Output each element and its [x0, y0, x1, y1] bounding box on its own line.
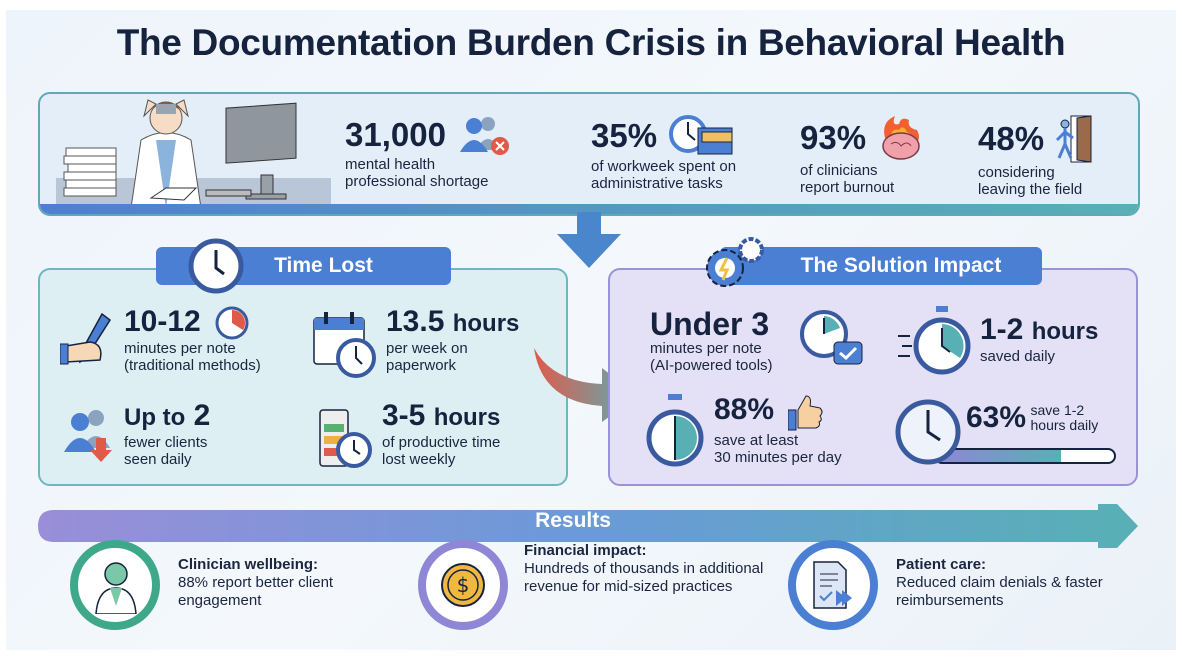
stat-label-2: report burnout — [800, 179, 895, 196]
burning-brain-icon — [881, 116, 920, 160]
doctor-icon — [95, 562, 137, 614]
clock-icon — [188, 238, 244, 294]
stat-label-2: (AI-powered tools) — [650, 357, 773, 374]
result-title: Financial impact: — [524, 542, 647, 559]
stat-label-1: save at least — [714, 432, 799, 449]
battery-stopwatch-icon — [319, 409, 372, 468]
thumbs-up-icon — [787, 395, 823, 431]
timer-red-icon — [215, 306, 249, 340]
stat-label-2: leaving the field — [978, 181, 1083, 198]
stat-value: Under 3 — [650, 306, 770, 342]
users-down-icon — [64, 410, 112, 462]
stat-label-1: per week on — [386, 340, 468, 357]
page-title: The Documentation Burden Crisis in Behav… — [116, 22, 1066, 63]
down-arrow-icon — [557, 212, 621, 268]
stat-label-2: 30 minutes per day — [714, 449, 842, 466]
stat-label-2: hours daily — [1030, 417, 1099, 433]
stat-value: 88% — [714, 393, 775, 426]
dollar-coin-icon: $ — [441, 563, 485, 607]
stopwatch-icon — [646, 394, 704, 467]
progress-bar — [934, 448, 1116, 464]
document-check-icon — [813, 561, 852, 609]
solution-header: The Solution Impact — [720, 247, 1042, 285]
stat-value: 48% — [978, 120, 1045, 157]
clock-check-icon — [800, 310, 863, 365]
stressed-clinician-illustration — [56, 99, 331, 208]
stat-label-1: of productive time — [382, 434, 501, 451]
stat-label-1: of workweek spent on — [591, 158, 737, 175]
stat-value: 35% — [591, 117, 658, 154]
stat-value: 13.5 — [386, 305, 445, 338]
stat-prefix: Up to — [124, 404, 186, 431]
stat-label-2: administrative tasks — [591, 175, 723, 192]
results-header: Results — [535, 509, 611, 532]
solution-notes: Under 3 minutes per note (AI-powered too… — [650, 306, 863, 374]
stat-value: 2 — [193, 399, 211, 432]
result-title: Patient care: — [896, 556, 987, 573]
stat-label-1: considering — [978, 164, 1055, 181]
result-text: Reduced claim denials & faster reimburse… — [896, 574, 1103, 609]
stat-label-1: save 1-2 — [1030, 402, 1085, 418]
stat-label-1: of clinicians — [800, 162, 878, 179]
stat-shortage: 31,000 mental health professional shorta… — [345, 114, 512, 190]
results-arrow-banner — [38, 504, 1138, 548]
result-text: 88% report better client engagement — [178, 574, 334, 609]
stat-label-1: mental health — [345, 156, 436, 173]
stat-label-1: minutes per note — [124, 340, 236, 357]
hand-writing-icon — [60, 312, 112, 365]
stat-value: 1-2 — [980, 313, 1024, 346]
result-text: Hundreds of thousands in additional reve… — [524, 560, 764, 595]
stat-label-2: (traditional methods) — [124, 357, 261, 374]
clock-icon — [895, 399, 961, 465]
stat-value: 31,000 — [345, 116, 446, 153]
progress-fill — [936, 450, 1061, 462]
stat-label-2: seen daily — [124, 451, 192, 468]
svg-text:$: $ — [457, 573, 470, 597]
exit-door-icon — [1055, 115, 1092, 163]
stat-unit: hours — [1031, 318, 1099, 345]
stat-value: 3-5 — [382, 399, 426, 432]
gears-lightning-icon — [706, 237, 764, 287]
stat-value: 63% — [966, 401, 1027, 434]
users-x-icon — [460, 117, 510, 155]
stat-leaving: 48% considering leaving the field — [978, 114, 1095, 198]
stat-unit: hours — [433, 404, 501, 431]
stat-label-2: professional shortage — [345, 173, 489, 190]
result-title: Clinician wellbeing: — [178, 556, 319, 573]
stat-label-1: saved daily — [980, 348, 1056, 365]
panel-accent-bar — [40, 204, 1138, 214]
time-lost-panel — [38, 268, 568, 486]
stat-label-2: paperwork — [386, 357, 457, 374]
stat-value: 10-12 — [124, 305, 201, 338]
stat-admin-time: 35% of workweek spent on administrative … — [591, 114, 738, 192]
stat-label-1: fewer clients — [124, 434, 208, 451]
stat-burnout: 93% of clinicians report burnout — [800, 114, 923, 196]
stat-label-2: lost weekly — [382, 451, 456, 468]
calendar-clock-icon — [313, 312, 376, 378]
stat-unit: hours — [452, 310, 520, 337]
stat-label-1: minutes per note — [650, 340, 762, 357]
clock-folder-icon — [668, 115, 733, 155]
stat-value: 93% — [800, 119, 867, 156]
stopwatch-fast-icon — [898, 306, 971, 375]
top-stats-panel: 31,000 mental health professional shorta… — [38, 92, 1140, 216]
